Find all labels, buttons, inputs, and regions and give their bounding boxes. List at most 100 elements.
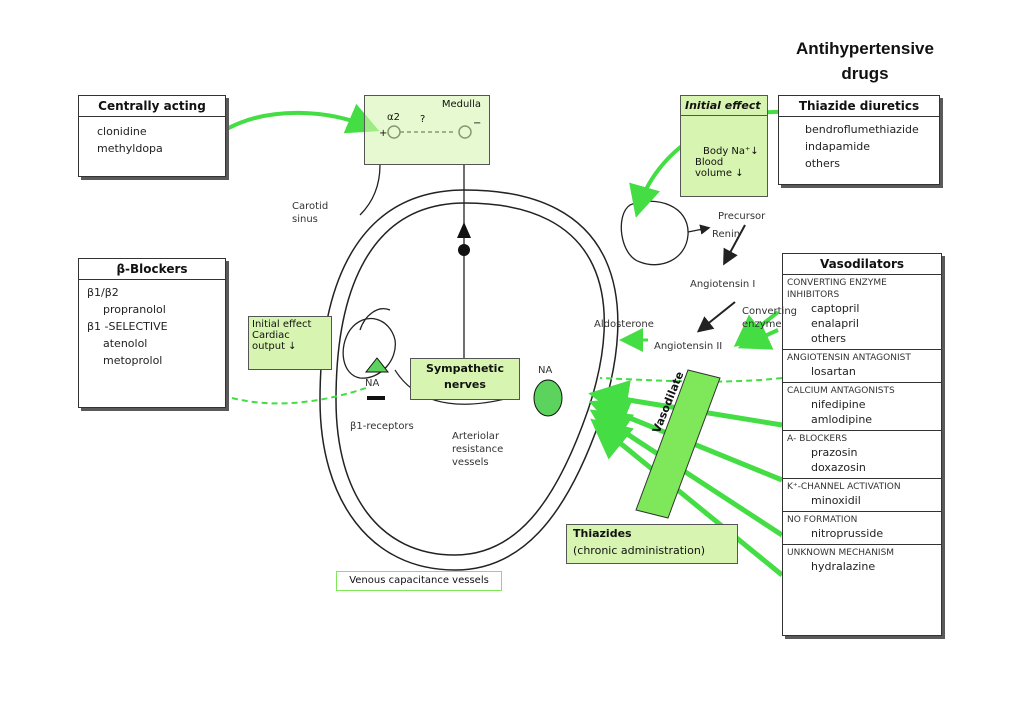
arteriolar-text-3: vessels <box>452 457 489 468</box>
vasodilators-header: Vasodilators <box>783 254 941 275</box>
na-triangle <box>364 357 390 373</box>
thiazide-diuretics-box: Thiazide diuretics bendroflumethiazide i… <box>778 95 940 185</box>
venous-text: Venous capacitance vessels <box>349 575 489 586</box>
page-title: Antihypertensive drugs <box>780 36 950 86</box>
heart <box>342 318 396 379</box>
alpha2-label: α2 <box>387 112 400 123</box>
drug-nitroprusside: nitroprusside <box>811 527 884 540</box>
title-line-2: drugs <box>841 64 889 83</box>
vaso-section-angiotensin: ANGIOTENSIN ANTAGONIST losartan <box>783 350 941 383</box>
angiotensin-1-label: Angiotensin I <box>690 279 756 290</box>
body-na-label: Body Na⁺↓ <box>703 146 759 157</box>
heart-vessel <box>359 308 391 331</box>
drug-doxazosin: doxazosin <box>811 461 866 474</box>
b1-receptors-label: β1-receptors <box>350 421 414 432</box>
drug-metoprolol: metoprolol <box>103 354 163 367</box>
enzyme-text: enzyme <box>742 319 782 330</box>
initial-effect-kidney-title: Initial effect <box>681 96 767 116</box>
carotid-vessel <box>359 164 381 216</box>
arrow-ace2 <box>737 320 779 350</box>
drug-atenolol: atenolol <box>103 337 148 350</box>
kidney <box>620 200 689 266</box>
drug-losartan: losartan <box>811 365 856 378</box>
arteriolar-text-2: resistance <box>452 444 504 455</box>
title-line-1: Antihypertensive <box>796 39 934 58</box>
arteriolar-label: Arteriolar resistance vessels <box>452 430 503 469</box>
blood-label: Blood <box>695 157 724 168</box>
vaso-caption-no: NO FORMATION <box>787 515 858 525</box>
output-label: output ↓ <box>252 341 297 352</box>
drug-prazosin: prazosin <box>811 446 858 459</box>
na-heart-label: NA <box>365 378 380 389</box>
medulla-panel: Medulla α2 ? + − <box>364 95 490 165</box>
b1-receptor-bar <box>367 396 385 400</box>
cardiac-label: Cardiac <box>252 330 290 341</box>
arteriolar-text-1: Arteriolar <box>452 431 500 442</box>
beta-blockers-header: β-Blockers <box>79 259 225 280</box>
aldosterone-label: Aldosterone <box>594 319 654 330</box>
vaso-caption-calcium: CALCIUM ANTAGONISTS <box>787 386 895 396</box>
vaso-section-no: NO FORMATION nitroprusside <box>783 512 941 545</box>
vaso-caption-angiotensin: ANGIOTENSIN ANTAGONIST <box>787 353 911 363</box>
drug-clonidine: clonidine <box>97 125 147 138</box>
vaso-caption-ace: CONVERTING ENZYME INHIBITORS <box>787 278 887 300</box>
circulation-loop <box>319 189 619 571</box>
venous-capacitance-label: Venous capacitance vessels <box>336 571 502 591</box>
centrally-acting-header: Centrally acting <box>79 96 225 117</box>
arrow-no <box>590 418 784 577</box>
drug-minoxidil: minoxidil <box>811 494 861 507</box>
volume-label: volume ↓ <box>695 168 744 179</box>
converting-text: Converting <box>742 306 798 317</box>
sympathetic-nerves-label: Sympathetic nerves <box>410 358 520 400</box>
thiazides-line-2: (chronic administration) <box>573 544 706 557</box>
drug-captopril: captopril <box>811 302 860 315</box>
thiazides-line-1: Thiazides <box>573 527 632 540</box>
initial-effect-heart-panel: Initial effect Cardiac output ↓ <box>248 316 332 370</box>
vaso-section-k: K⁺-CHANNEL ACTIVATION minoxidil <box>783 479 941 512</box>
plus-label: + <box>379 128 388 139</box>
drug-enalapril: enalapril <box>811 317 859 330</box>
na-vessel-label: NA <box>538 365 553 376</box>
carotid-label: Carotid sinus <box>292 200 328 226</box>
thiazides-chronic-label: Thiazides (chronic administration) <box>566 524 738 564</box>
beta-blockers-box: β-Blockers β1/β2 propranolol β1 -SELECTI… <box>78 258 226 408</box>
sympathetic-line-2: nerves <box>444 378 486 391</box>
drug-nifedipine: nifedipine <box>811 398 866 411</box>
centrally-acting-box: Centrally acting clonidine methyldopa <box>78 95 226 177</box>
renin-label: Renin <box>712 229 741 240</box>
arrow-beta <box>231 387 367 405</box>
question-label: ? <box>420 114 426 125</box>
vasodilators-box: Vasodilators CONVERTING ENZYME INHIBITOR… <box>782 253 942 636</box>
sympathetic-line-1: Sympathetic <box>426 362 504 375</box>
beta-b1b2-label: β1/β2 <box>87 286 119 299</box>
nerve-dot <box>458 244 470 256</box>
vaso-caption-unknown: UNKNOWN MECHANISM <box>787 548 895 558</box>
drug-propranolol: propranolol <box>103 303 166 316</box>
drug-amlodipine: amlodipine <box>811 413 873 426</box>
inner-loop <box>335 202 605 556</box>
vaso-section-unknown: UNKNOWN MECHANISM hydralazine <box>783 545 941 577</box>
drug-others-ace: others <box>811 332 847 345</box>
vaso-caption-alpha: α- BLOCKERS <box>787 434 848 444</box>
nerve-up-triangle <box>457 222 471 238</box>
drug-bendroflumethiazide: bendroflumethiazide <box>805 123 919 136</box>
sinus-text: sinus <box>292 214 318 225</box>
medulla-label: Medulla <box>441 99 481 110</box>
vaso-section-ace: CONVERTING ENZYME INHIBITORS captopril e… <box>783 275 941 350</box>
drug-methyldopa: methyldopa <box>97 142 163 155</box>
drug-hydralazine: hydralazine <box>811 560 876 573</box>
vaso-section-calcium: CALCIUM ANTAGONISTS nifedipine amlodipin… <box>783 383 941 431</box>
beta-selective-label: β1 -SELECTIVE <box>87 320 168 333</box>
converting-enzyme-label: Converting enzyme <box>742 305 797 331</box>
vaso-caption-k: K⁺-CHANNEL ACTIVATION <box>787 482 901 492</box>
precursor-label: Precursor <box>718 211 766 222</box>
thiazide-diuretics-header: Thiazide diuretics <box>779 96 939 117</box>
initial-effect-heart-title: Initial effect <box>252 319 312 330</box>
angiotensin-2-label: Angiotensin II <box>654 341 723 352</box>
vessel-ganglion <box>533 379 563 417</box>
arrow-centrally <box>224 103 380 134</box>
minus-label: − <box>473 118 482 129</box>
drug-others: others <box>805 157 841 170</box>
drug-indapamide: indapamide <box>805 140 870 153</box>
